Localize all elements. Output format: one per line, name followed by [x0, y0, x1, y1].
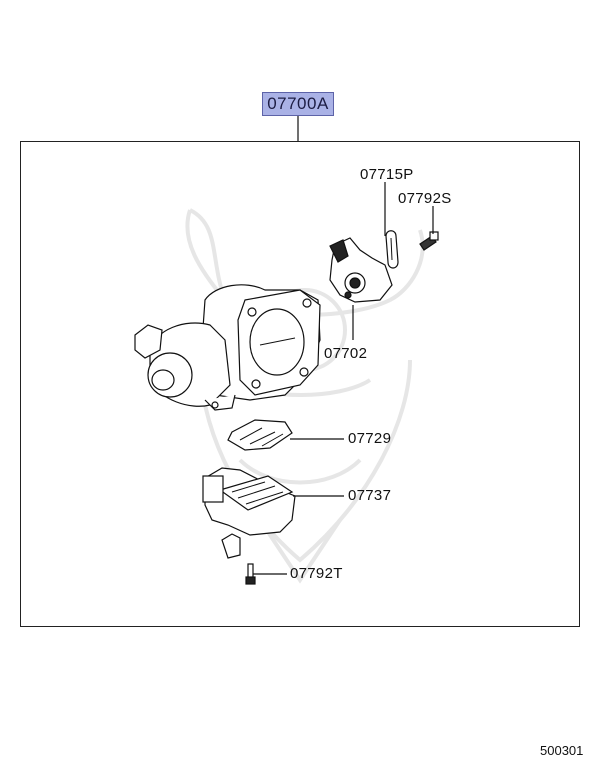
gasket-icon — [227, 419, 293, 451]
callout-07729[interactable]: 07729 — [348, 430, 392, 447]
throttle-body-icon — [134, 284, 321, 411]
idle-speed-control-servo-icon — [202, 467, 296, 559]
assembly-part-label[interactable]: 07700A — [262, 92, 334, 116]
throttle-position-sensor-icon — [329, 237, 393, 303]
leader-lines — [253, 182, 434, 575]
callout-07702[interactable]: 07702 — [324, 345, 368, 362]
assembly-frame — [20, 141, 580, 627]
callout-07715P[interactable]: 07715P — [360, 166, 414, 183]
callout-07792T[interactable]: 07792T — [290, 565, 343, 582]
callout-07737[interactable]: 07737 — [348, 487, 392, 504]
callout-07792S[interactable]: 07792S — [398, 190, 452, 207]
screw-icon — [245, 563, 256, 585]
diagram-code: 500301 — [540, 743, 584, 758]
bracket-icon — [385, 230, 399, 269]
screw-icon — [419, 231, 439, 251]
